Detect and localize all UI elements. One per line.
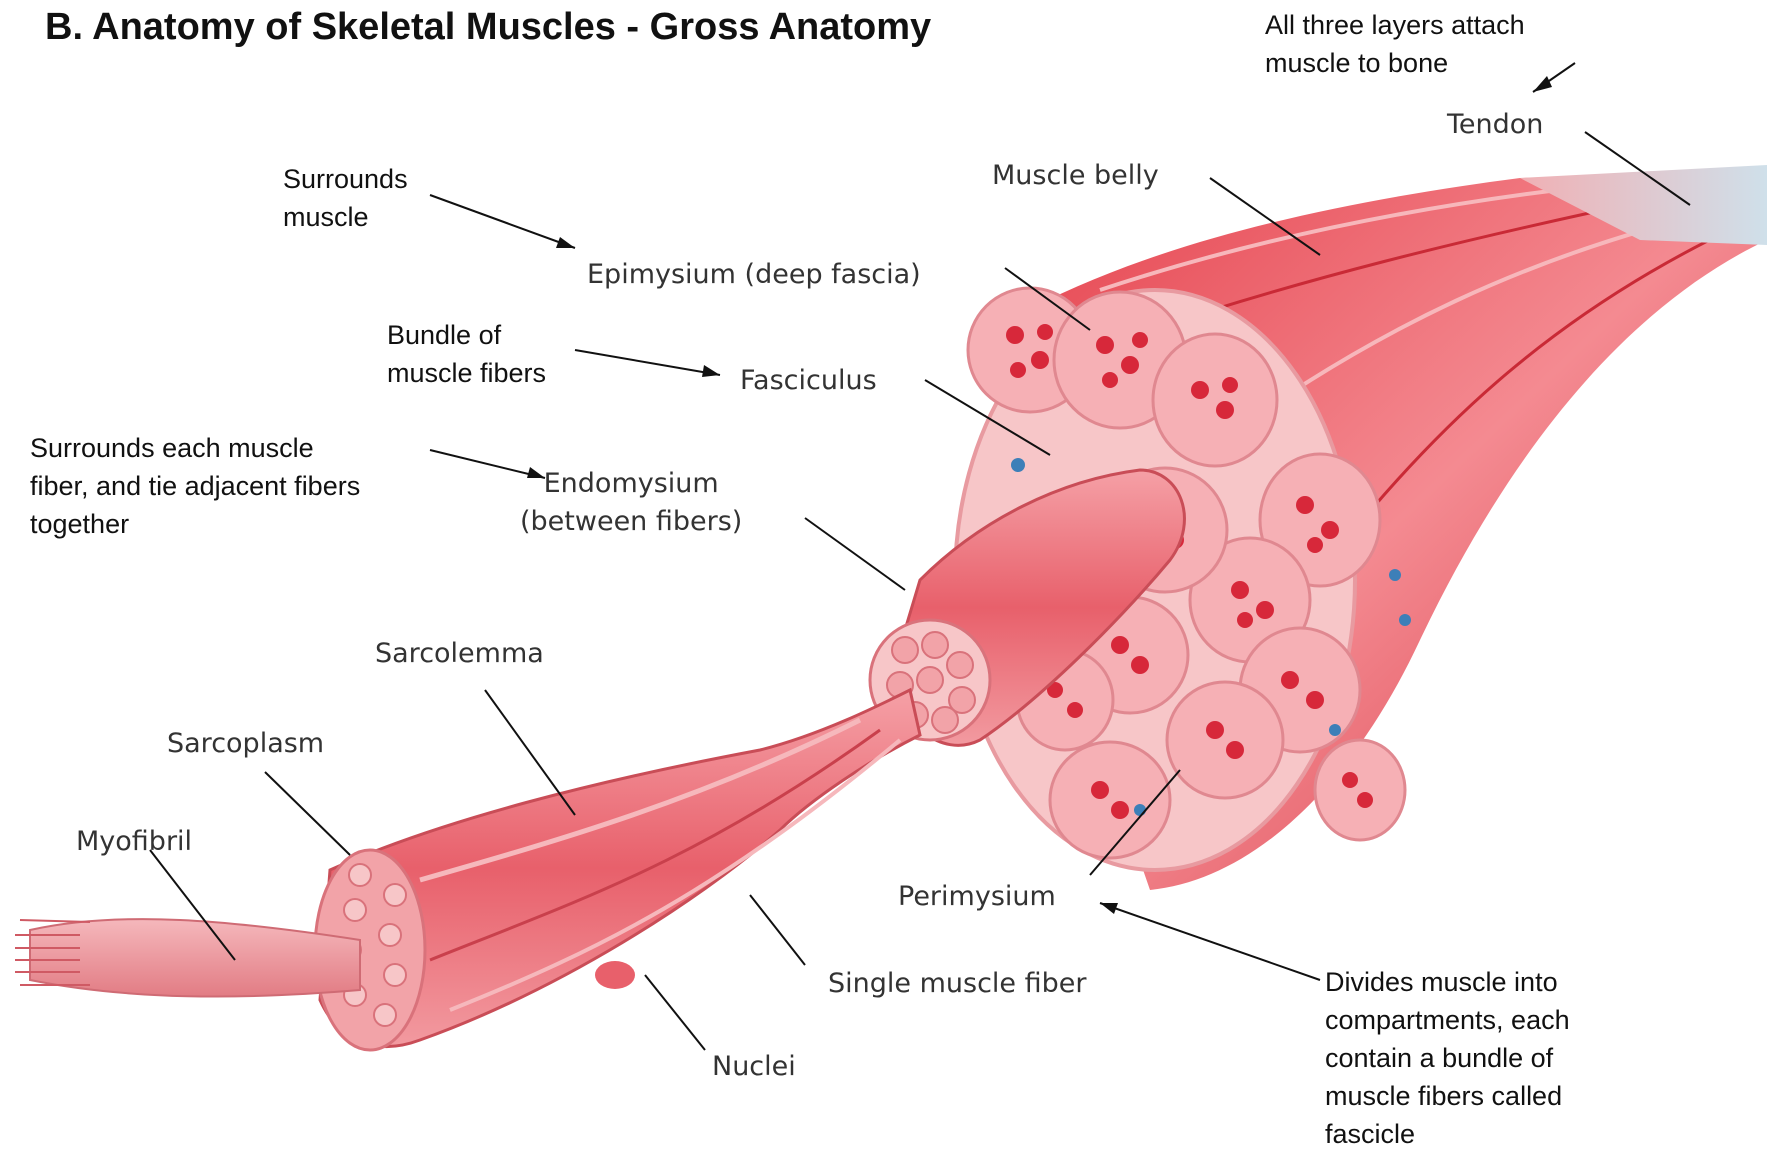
myofibril-shape [15,919,360,996]
note-divides-muscle: Divides muscle into compartments, each c… [1325,963,1570,1153]
note-three-layers: All three layers attach muscle to bone [1265,6,1525,82]
label-muscle-belly: Muscle belly [992,157,1159,195]
label-endomysium: Endomysium (between fibers) [520,465,742,541]
label-myofibril: Myofibril [76,823,192,861]
label-tendon: Tendon [1447,106,1543,144]
note-bundle-of-fibers: Bundle of muscle fibers [387,316,546,392]
label-sarcoplasm: Sarcoplasm [167,725,324,763]
note-surrounds-each-fiber: Surrounds each muscle fiber, and tie adj… [30,429,360,543]
label-fasciculus: Fasciculus [740,362,877,400]
page-title: B. Anatomy of Skeletal Muscles - Gross A… [45,6,931,49]
label-single-muscle-fiber: Single muscle fiber [828,965,1086,1003]
label-nuclei: Nuclei [712,1048,796,1086]
label-perimysium: Perimysium [898,878,1056,916]
note-surrounds-muscle: Surrounds muscle [283,160,408,236]
label-epimysium: Epimysium (deep fascia) [587,256,921,294]
label-sarcolemma: Sarcolemma [375,635,544,673]
